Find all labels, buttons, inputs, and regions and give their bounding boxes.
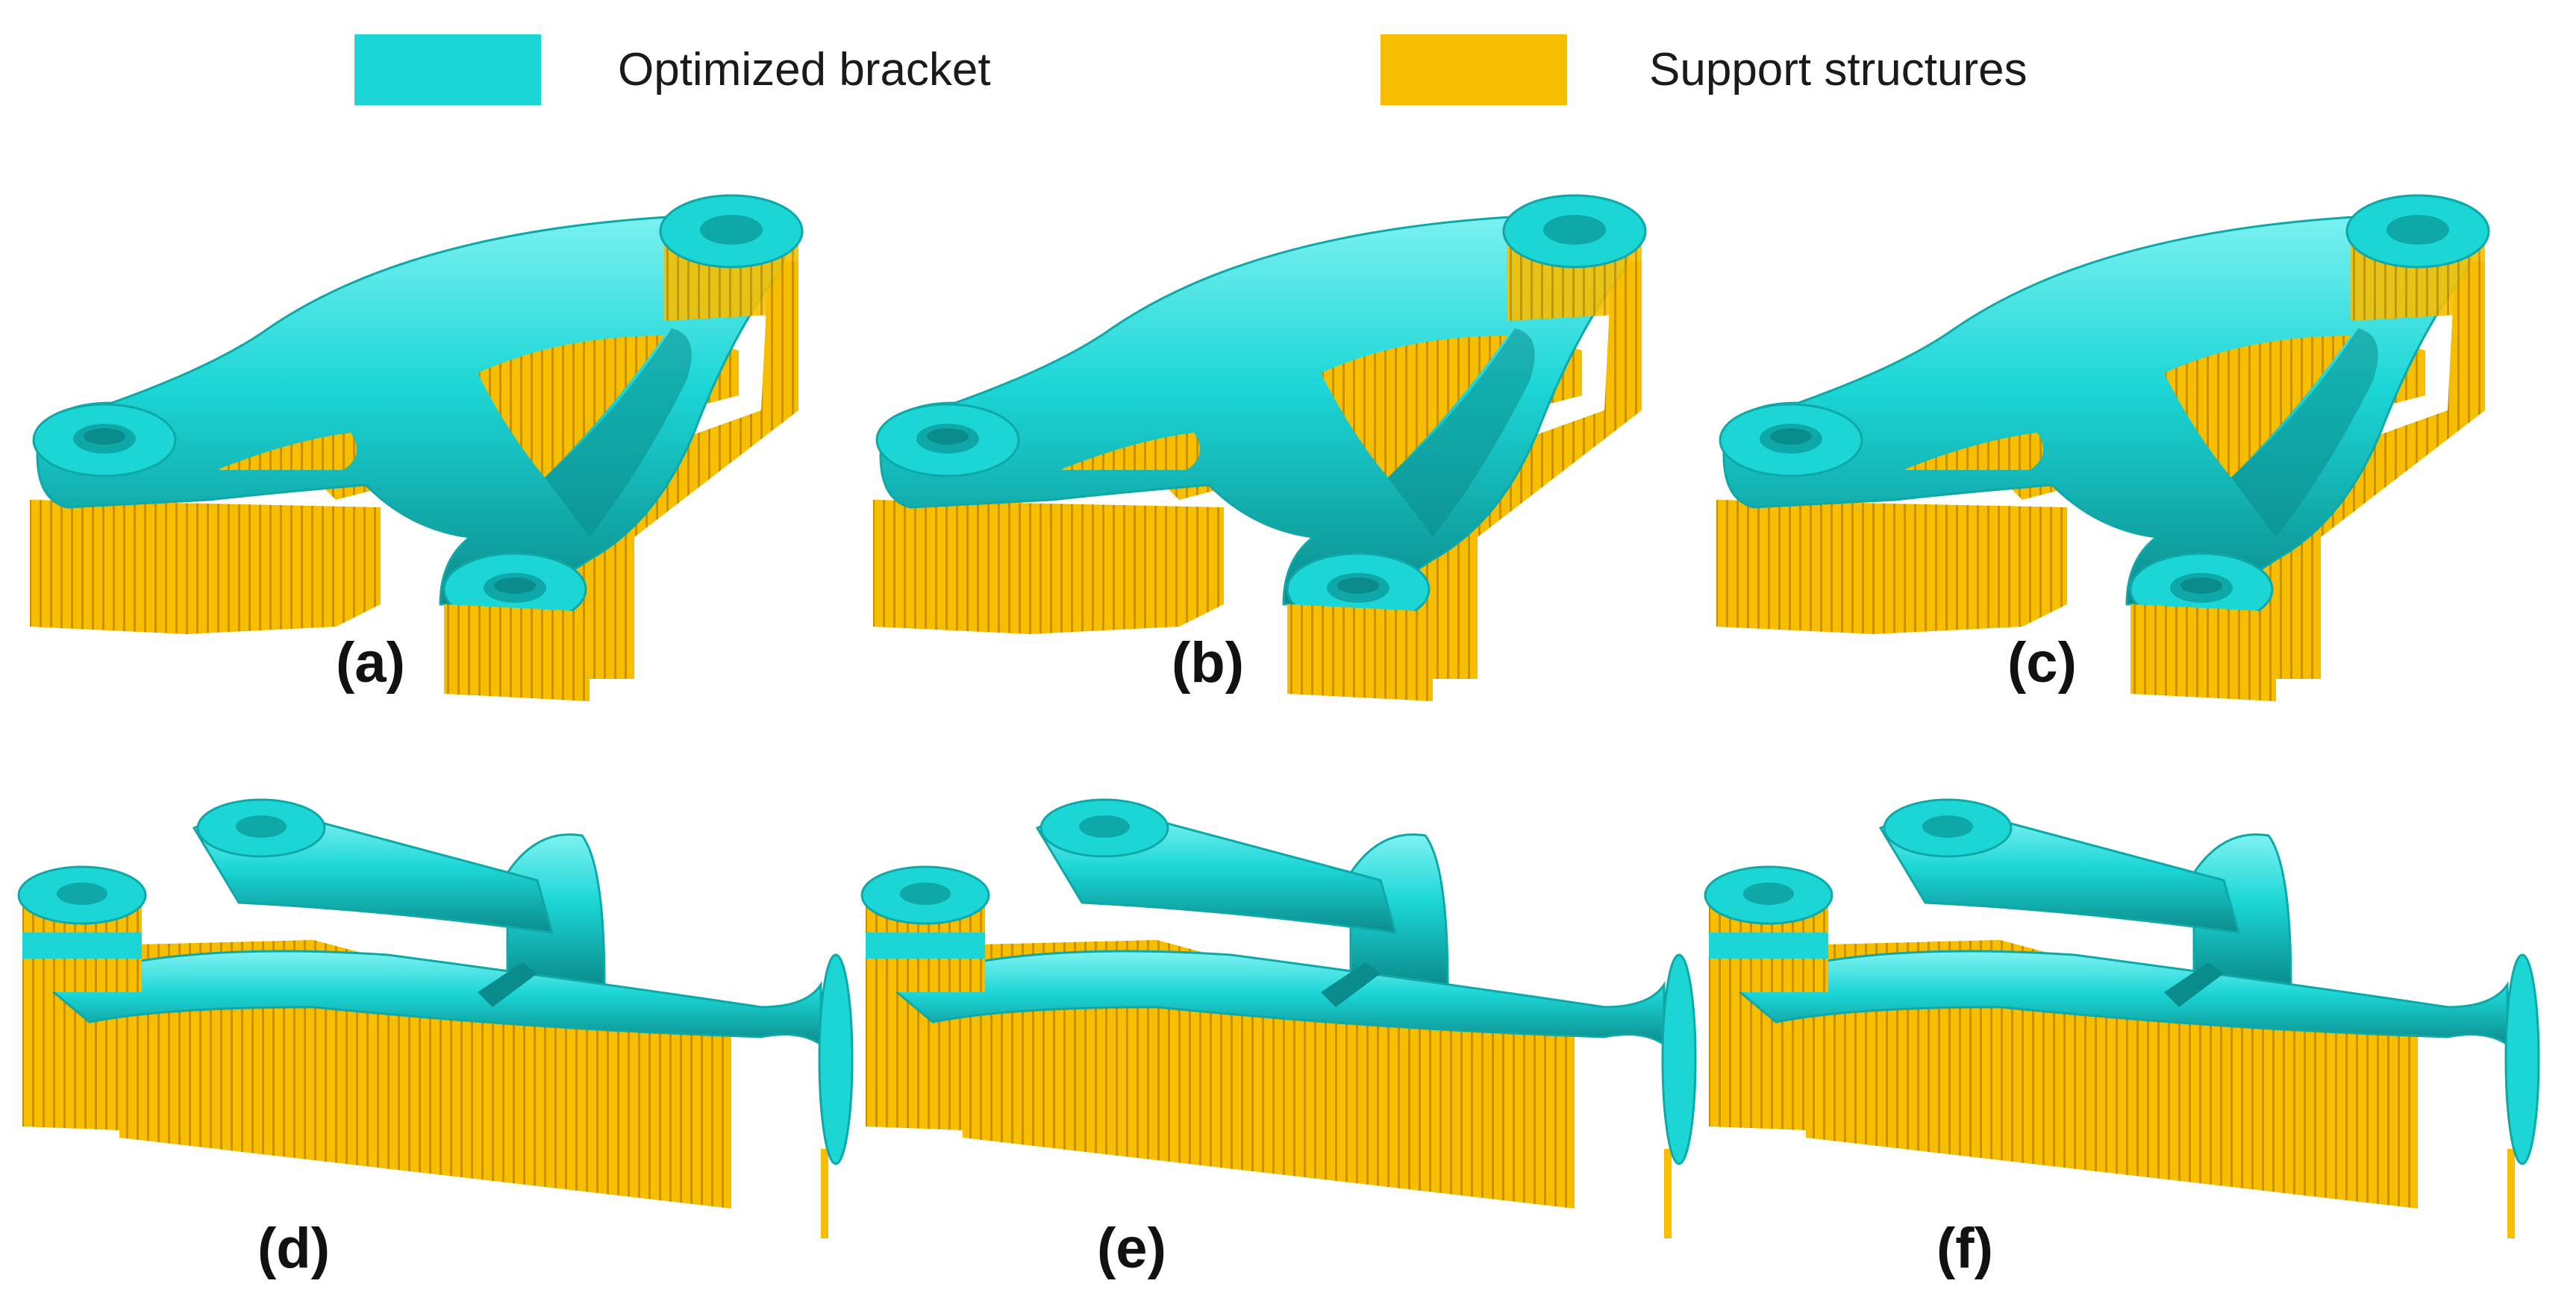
lug-support-front (1287, 604, 1433, 701)
bracket-side-view (860, 798, 1697, 1238)
bracket-strut (2164, 962, 2224, 1007)
panel-e: (e) (858, 761, 1709, 1283)
legend-swatch-bracket (354, 34, 541, 105)
bracket-strut (478, 962, 537, 1007)
panel-a: (a) (22, 187, 858, 724)
mounting-hole (57, 883, 107, 905)
bracket-top-view (30, 194, 804, 701)
bracket-beam (43, 950, 822, 1047)
bracket-end-flange (818, 953, 854, 1165)
support-pin (2507, 1149, 2515, 1238)
mounting-hole (1743, 883, 1794, 905)
support-pin (1664, 1149, 1672, 1238)
bracket-opening-right (1321, 336, 1507, 477)
support-block-left (873, 500, 1224, 634)
legend-swatch-support (1381, 34, 1567, 105)
mounting-hole (700, 215, 763, 245)
mounting-hole-inner (1337, 577, 1379, 594)
bracket-arm-shade (545, 328, 692, 537)
mounting-hole-inner (494, 577, 536, 594)
lug-band (22, 933, 142, 959)
bracket-end-flange (2504, 953, 2540, 1165)
mounting-hole (1543, 215, 1606, 245)
panel-f: (f) (1701, 761, 2552, 1283)
panel-label-f: (f) (1936, 1217, 1993, 1280)
legend-label-support: Support structures (1649, 44, 2028, 95)
panel-d: (d) (15, 761, 866, 1283)
panel-b: (b) (866, 187, 1701, 724)
bracket-fin (506, 833, 606, 986)
bracket-side-view (17, 798, 854, 1238)
bracket-fin (2192, 833, 2292, 986)
panel-c: (c) (1709, 187, 2545, 724)
support-block-left (30, 500, 381, 634)
lug-support-front (2130, 604, 2276, 701)
bracket-opening-left (216, 433, 357, 470)
mounting-hole-inner (84, 428, 125, 445)
panel-label-a: (a) (336, 631, 405, 695)
bracket-side-view (1704, 798, 2540, 1238)
panel-label-c: (c) (2007, 631, 2077, 695)
bracket-arm-shade (1388, 328, 1535, 537)
mounting-hole (1079, 815, 1130, 838)
bracket-end-flange (1661, 953, 1697, 1165)
bracket-beam (1729, 950, 2509, 1047)
bracket-opening-right (478, 336, 664, 477)
bracket-opening-right (2164, 336, 2351, 477)
mounting-hole-inner (927, 428, 969, 445)
bracket-opening-left (1903, 433, 2043, 470)
mounting-hole (900, 883, 951, 905)
legend: Optimized bracket Support structures (0, 30, 2576, 112)
lug-support-front (444, 604, 590, 701)
bracket-arm-shade (2231, 328, 2378, 537)
legend-label-bracket: Optimized bracket (618, 44, 991, 95)
mounting-hole (236, 815, 287, 838)
mounting-hole-inner (2180, 577, 2222, 594)
panel-label-b: (b) (1172, 631, 1245, 695)
bracket-top-view (873, 194, 1647, 701)
panel-label-d: (d) (257, 1217, 331, 1280)
mounting-hole-inner (1770, 428, 1812, 445)
bracket-fin (1349, 833, 1449, 986)
lug-band (1709, 933, 1828, 959)
mounting-hole (2386, 215, 2449, 245)
panel-label-e: (e) (1097, 1217, 1166, 1280)
support-pin (821, 1149, 828, 1238)
mounting-hole (1922, 815, 1973, 838)
bracket-opening-left (1060, 433, 1200, 470)
bracket-top-view (1716, 194, 2490, 701)
support-block-left (1716, 500, 2067, 634)
bracket-strut (1321, 962, 1381, 1007)
bracket-beam (886, 950, 1666, 1047)
lug-band (866, 933, 985, 959)
